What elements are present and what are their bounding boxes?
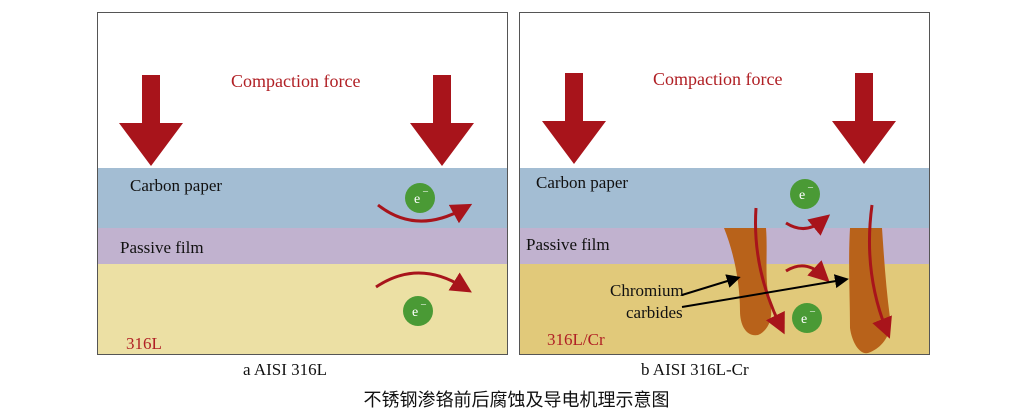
carbon-paper-label: Carbon paper <box>536 173 629 192</box>
svg-text:–: – <box>807 182 814 193</box>
chromium-carbides-label-line2: carbides <box>626 303 683 322</box>
figure-title: 不锈钢渗铬前后腐蚀及导电机理示意图 <box>363 390 670 411</box>
svg-text:–: – <box>422 186 429 197</box>
electron-icon: e – <box>792 303 822 333</box>
alloy-316l-label: 316L <box>126 334 162 353</box>
compaction-force-arrow-left <box>542 73 606 164</box>
electron-icon: e – <box>790 179 820 209</box>
svg-text:–: – <box>420 299 427 310</box>
panel-b-graphics: e – e – <box>542 73 896 339</box>
compaction-force-arrow-left <box>119 75 183 166</box>
passive-film-label: Passive film <box>120 238 204 257</box>
electron-path-arrow-lower <box>375 271 472 293</box>
panel-a-graphics: e – e – <box>119 75 474 326</box>
electron-path-arrow-carbon <box>785 214 831 236</box>
compaction-force-arrow-right <box>832 73 896 164</box>
electron-path-arrow-carbide-right <box>868 204 892 339</box>
carbon-paper-layer <box>520 168 929 228</box>
alloy-316l-cr-label: 316L/Cr <box>547 330 605 349</box>
caption-panel-a: a AISI 316L <box>243 360 328 379</box>
svg-text:–: – <box>809 306 816 317</box>
svg-text:e: e <box>799 188 805 203</box>
svg-text:e: e <box>414 192 420 207</box>
electron-path-arrow-carbide-left <box>754 207 785 335</box>
svg-text:e: e <box>412 305 418 320</box>
electron-path-arrow-metal <box>785 260 830 283</box>
passive-film-label: Passive film <box>526 235 610 254</box>
electron-icon: e – <box>403 296 433 326</box>
passive-film-layer <box>98 228 507 264</box>
compaction-force-label: Compaction force <box>653 69 783 89</box>
electron-path-arrow-upper <box>377 203 473 224</box>
caption-panel-b: b AISI 316L-Cr <box>641 360 749 379</box>
carbide-pointer-arrow-1 <box>681 274 741 296</box>
chromium-carbide-left <box>724 228 772 336</box>
chromium-carbides-label-line1: Chromium <box>610 281 684 300</box>
carbide-pointer-arrow-2 <box>681 274 849 308</box>
carbon-paper-label: Carbon paper <box>130 176 223 195</box>
svg-text:e: e <box>801 312 807 327</box>
panel-aisi-316l-cr: Compaction force Carbon paper Passive fi… <box>519 12 930 355</box>
compaction-force-arrow-right <box>410 75 474 166</box>
panel-aisi-316l: Compaction force Carbon paper Passive fi… <box>97 12 508 355</box>
compaction-force-label: Compaction force <box>231 71 361 91</box>
electron-icon: e – <box>405 183 435 213</box>
metal-316l-layer <box>98 264 507 354</box>
